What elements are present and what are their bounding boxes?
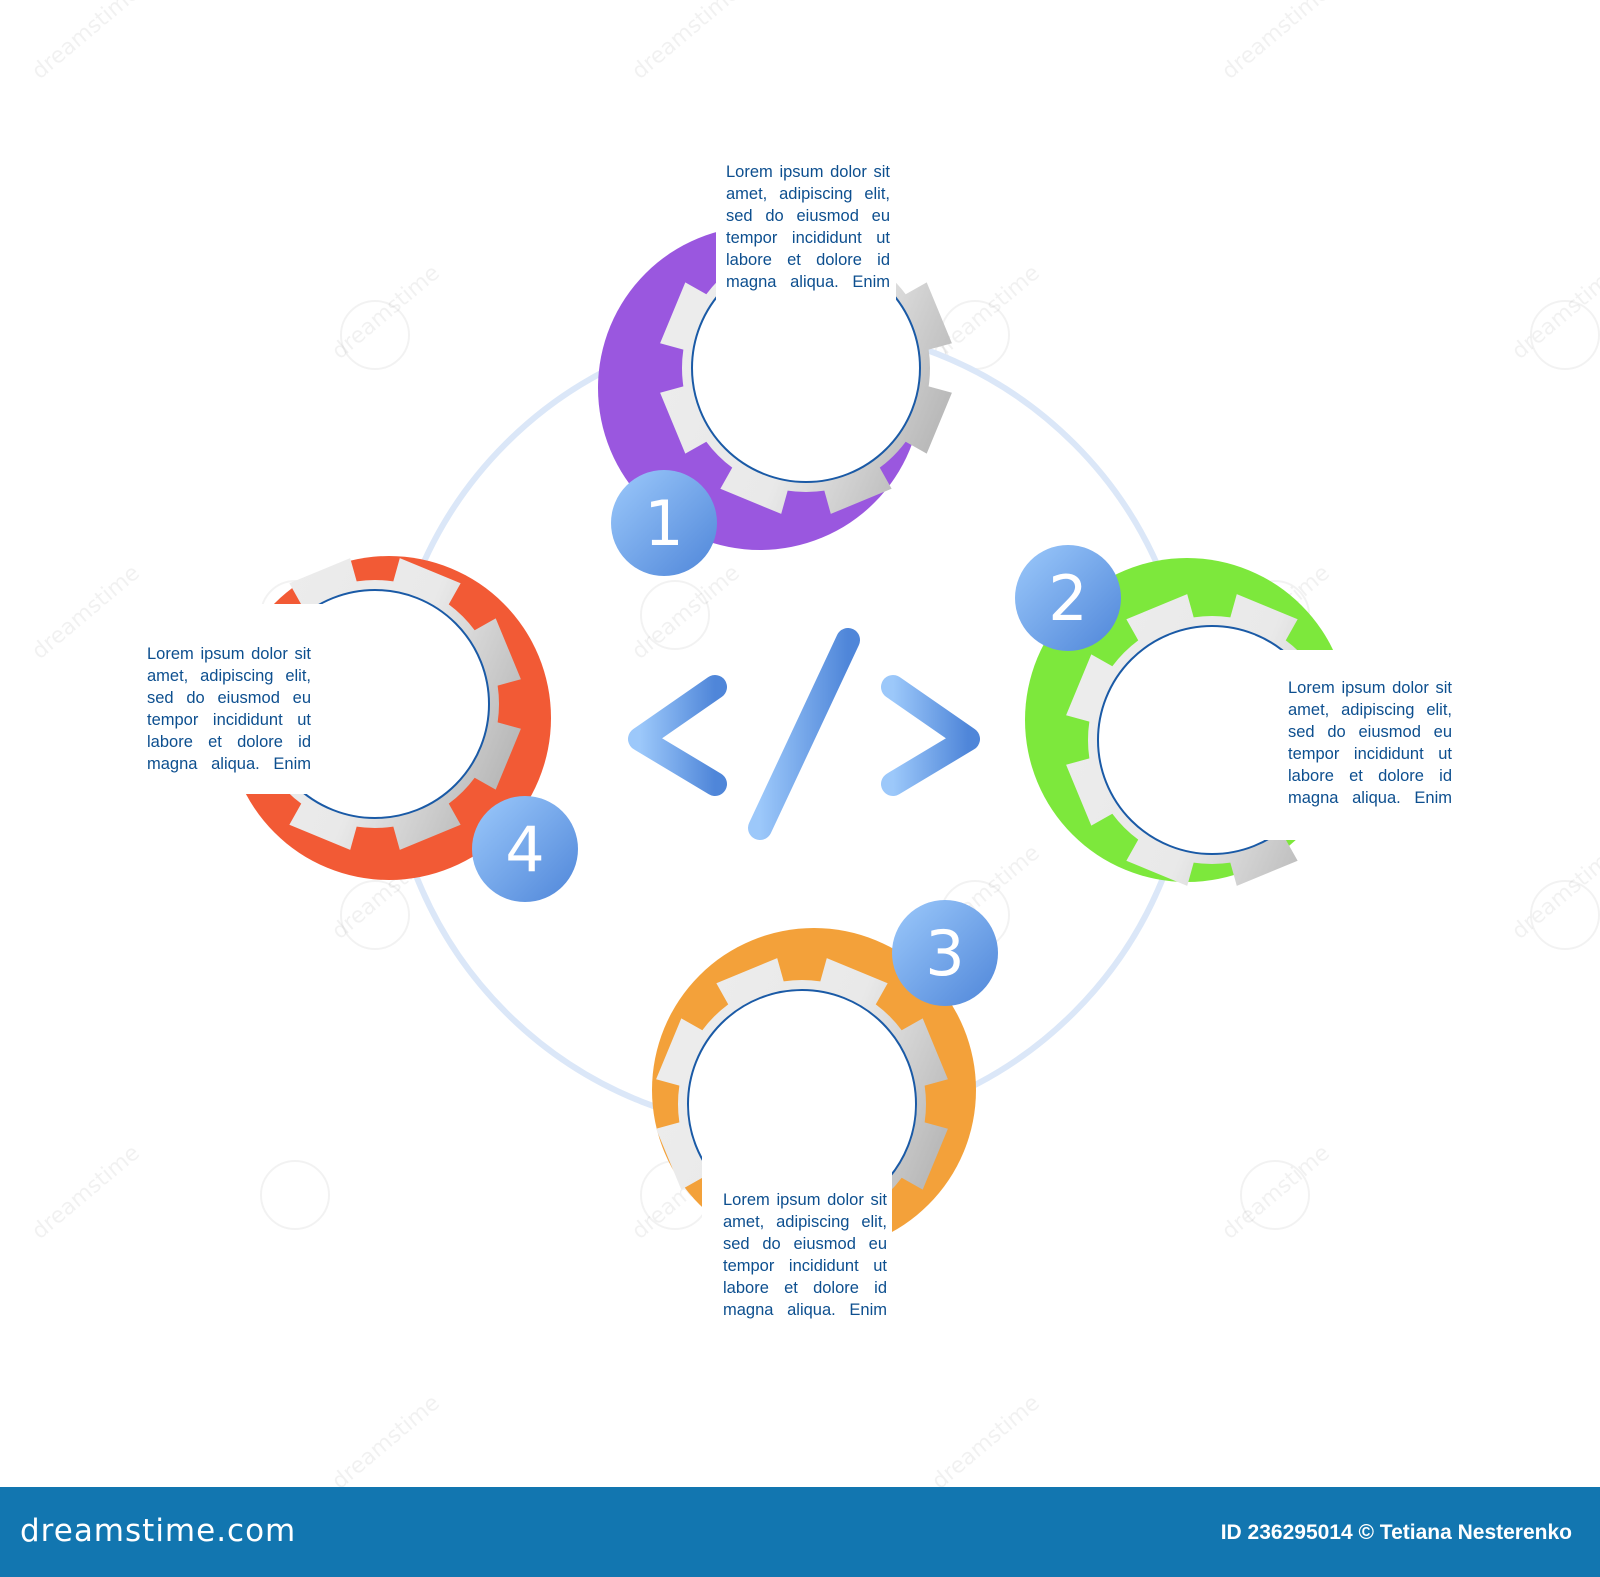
step-4-number: 4 — [505, 813, 544, 886]
step-1-text: Lorem ipsum dolor sit amet, adipiscing e… — [726, 163, 890, 291]
watermark-logo-icon — [340, 880, 410, 950]
gear-1: 1 — [598, 208, 952, 576]
watermark-logo-icon — [260, 1160, 330, 1230]
step-2-text: Lorem ipsum dolor sit amet, adipiscing e… — [1288, 679, 1452, 807]
gear-3: 3 — [652, 900, 998, 1354]
cycle-diagram: 1 2 3 4 — [175, 208, 1442, 1354]
gear-4: 4 — [175, 556, 578, 902]
dreamstime-logo: dreamstime.com — [20, 1513, 297, 1549]
gear-1-text-panel — [716, 208, 896, 318]
step-1-badge — [611, 470, 717, 576]
watermark-logo-icon — [640, 580, 710, 650]
step-2-number: 2 — [1048, 562, 1087, 635]
gear-2-text-panel — [1242, 650, 1442, 840]
step-4-badge — [472, 796, 578, 902]
gear-4-text-panel — [175, 604, 375, 794]
watermark-logo-icon — [1240, 1160, 1310, 1230]
code-brackets-icon — [628, 628, 980, 840]
step-3-text: Lorem ipsum dolor sit amet, adipiscing e… — [723, 1191, 887, 1319]
step-3-number: 3 — [925, 917, 964, 990]
image-credit: ID 236295014 © Tetiana Nesterenko — [1220, 1521, 1572, 1544]
watermark-logo-icon — [340, 300, 410, 370]
gear-2: 2 — [1015, 545, 1442, 886]
step-4-text: Lorem ipsum dolor sit amet, adipiscing e… — [147, 645, 311, 773]
step-3-badge — [892, 900, 998, 1006]
step-2-badge — [1015, 545, 1121, 651]
step-1-number: 1 — [644, 487, 683, 560]
gear-3-text-panel — [702, 1154, 892, 1354]
watermark-logo-icon — [1530, 880, 1600, 950]
watermark-logo-icon — [1530, 300, 1600, 370]
footer-bar: dreamstime.com ID 236295014 © Tetiana Ne… — [0, 1487, 1600, 1577]
